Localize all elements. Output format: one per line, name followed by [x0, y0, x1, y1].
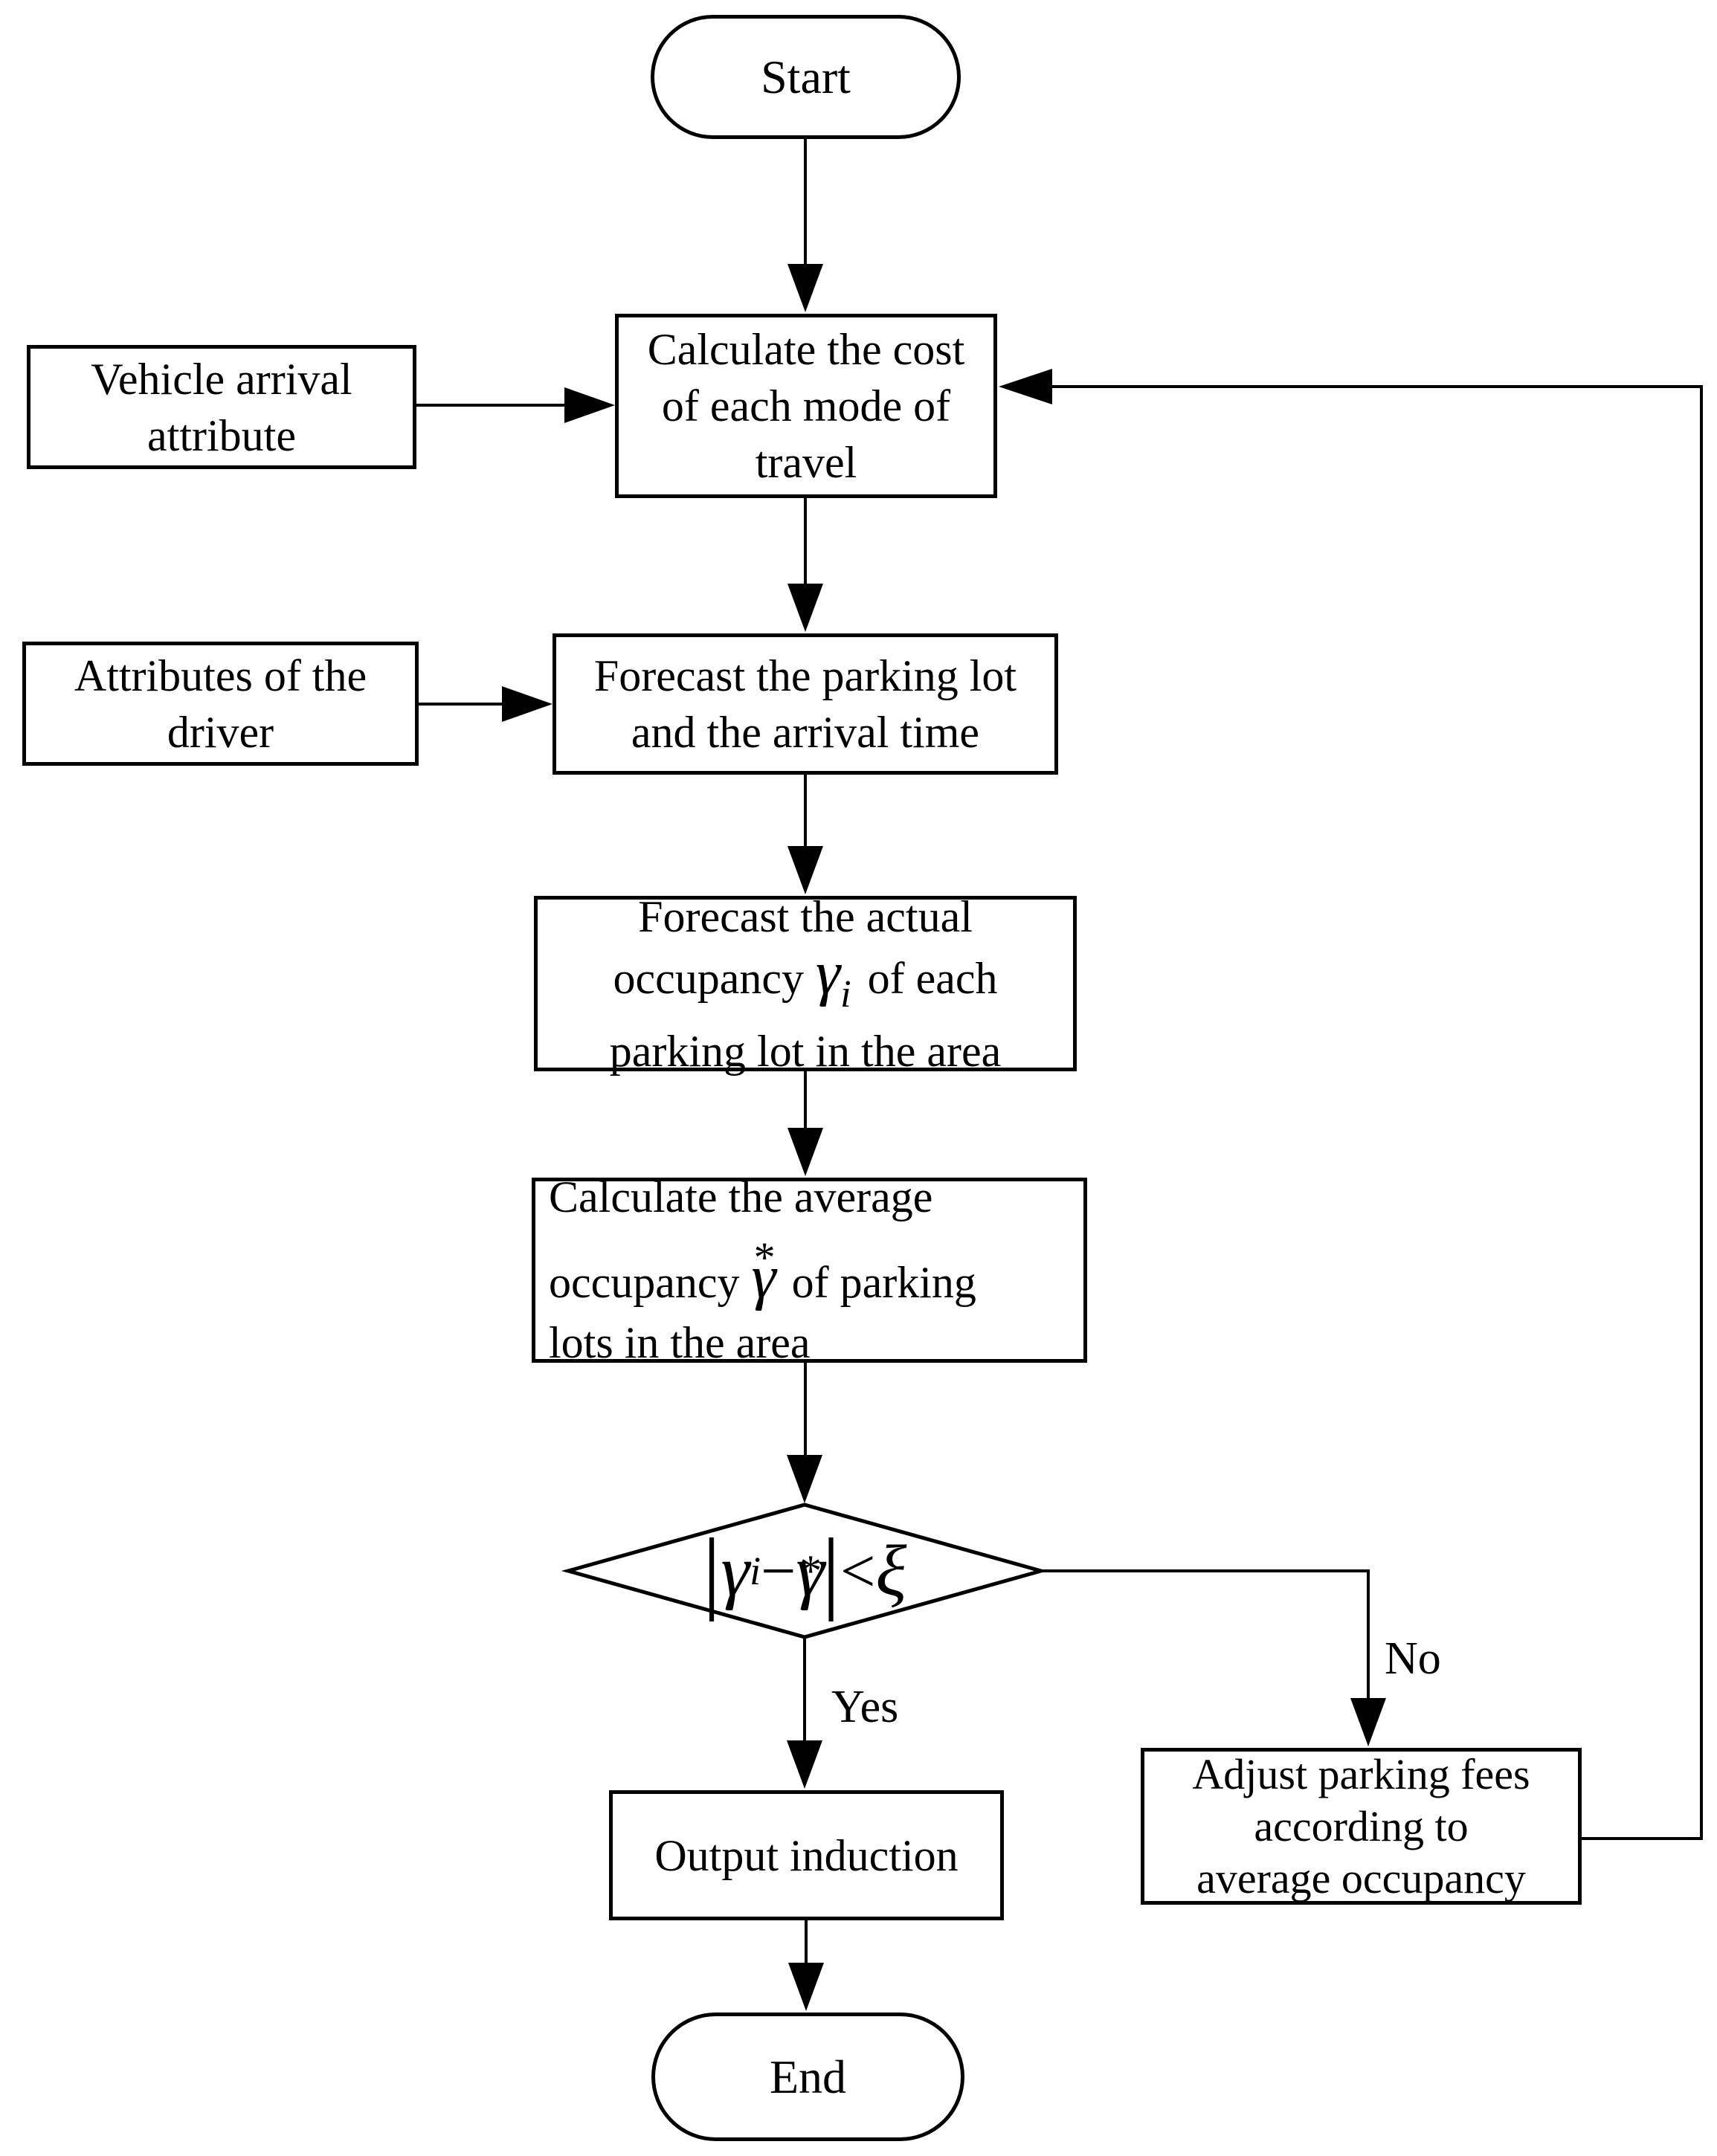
calc-cost-line3: travel — [755, 438, 857, 487]
flow-node-start: Start — [651, 15, 961, 139]
forecast-lot-line2: and the arrival time — [631, 708, 980, 757]
formula-minus-sign: − — [761, 1536, 796, 1606]
gamma-star-symbol: γ — [751, 1242, 776, 1311]
flow-node-adjust-parking-fees: Adjust parking fees according to average… — [1141, 1748, 1582, 1905]
calc-avg-line3: lots in the area — [549, 1318, 811, 1367]
connector-start-to-calc-cost — [787, 139, 823, 312]
flow-node-calculate-cost: Calculate the cost of each mode of trave… — [615, 314, 997, 498]
forecast-lot-line1: Forecast the parking lot — [593, 651, 1017, 700]
edge-label-yes: Yes — [831, 1682, 899, 1732]
gamma-i-subscript: i — [840, 972, 851, 1016]
formula-gamma-i-sub: i — [750, 1549, 761, 1593]
adjust-fees-line1: Adjust parking fees — [1192, 1749, 1530, 1798]
connector-vehicle-to-calc-cost — [416, 387, 615, 423]
adjust-fees-line3: average occupancy — [1196, 1853, 1526, 1902]
flow-node-forecast-parking-lot: Forecast the parking lot and the arrival… — [553, 633, 1058, 775]
output-label: Output induction — [654, 1830, 959, 1880]
calc-avg-line2-pre: occupancy — [549, 1258, 740, 1307]
gamma-i-symbol: γ — [816, 937, 841, 1007]
connector-decision-yes-to-output — [787, 1637, 822, 1789]
connector-average-to-decision — [787, 1363, 822, 1503]
vehicle-attr-line1: Vehicle arrival — [91, 354, 352, 404]
formula-gamma-star: γ — [796, 1531, 825, 1611]
start-label: Start — [761, 50, 851, 103]
forecast-occ-line2-pre: occupancy — [613, 953, 805, 1003]
flow-node-output-induction: Output induction — [609, 1790, 1004, 1920]
calc-avg-line1: Calculate the average — [549, 1172, 933, 1221]
adjust-fees-line2: according to — [1254, 1801, 1469, 1850]
connector-driver-to-forecast — [419, 686, 553, 722]
calc-cost-line1: Calculate the cost — [647, 325, 965, 374]
end-label: End — [769, 2050, 847, 2103]
connector-calc-cost-to-forecast — [787, 498, 823, 632]
connector-decision-no-to-adjust — [1041, 1569, 1386, 1746]
edge-label-no: No — [1385, 1633, 1441, 1684]
driver-attr-line2: driver — [167, 707, 274, 757]
flow-node-vehicle-arrival-attribute: Vehicle arrival attribute — [27, 345, 416, 469]
calc-avg-line2-post: of parking — [791, 1258, 976, 1307]
calc-cost-line2: of each mode of — [661, 381, 951, 430]
flow-node-driver-attributes: Attributes of the driver — [22, 642, 419, 766]
connector-forecast-to-occupancy — [787, 775, 823, 894]
flow-node-end: End — [651, 2013, 964, 2141]
forecast-occ-line3: parking lot in the area — [609, 1026, 1002, 1076]
connector-output-to-end — [788, 1920, 824, 2011]
formula-gamma-i: γ — [721, 1531, 750, 1611]
driver-attr-line1: Attributes of the — [74, 651, 367, 700]
forecast-occ-line2-post: of each — [867, 953, 998, 1003]
gamma-star-superscript: * — [753, 1233, 776, 1282]
connector-occupancy-to-average — [787, 1071, 823, 1176]
abs-open-bar: | — [702, 1520, 721, 1621]
abs-close-bar: | — [822, 1520, 840, 1621]
forecast-occ-line1: Forecast the actual — [638, 891, 973, 941]
connector-adjust-feedback-to-calc-cost — [999, 369, 1703, 1840]
vehicle-attr-line2: attribute — [147, 410, 296, 460]
formula-xi: ξ — [875, 1531, 907, 1611]
formula-less-than-sign: < — [840, 1536, 876, 1606]
formula-gamma-star-sup: * — [799, 1546, 822, 1595]
